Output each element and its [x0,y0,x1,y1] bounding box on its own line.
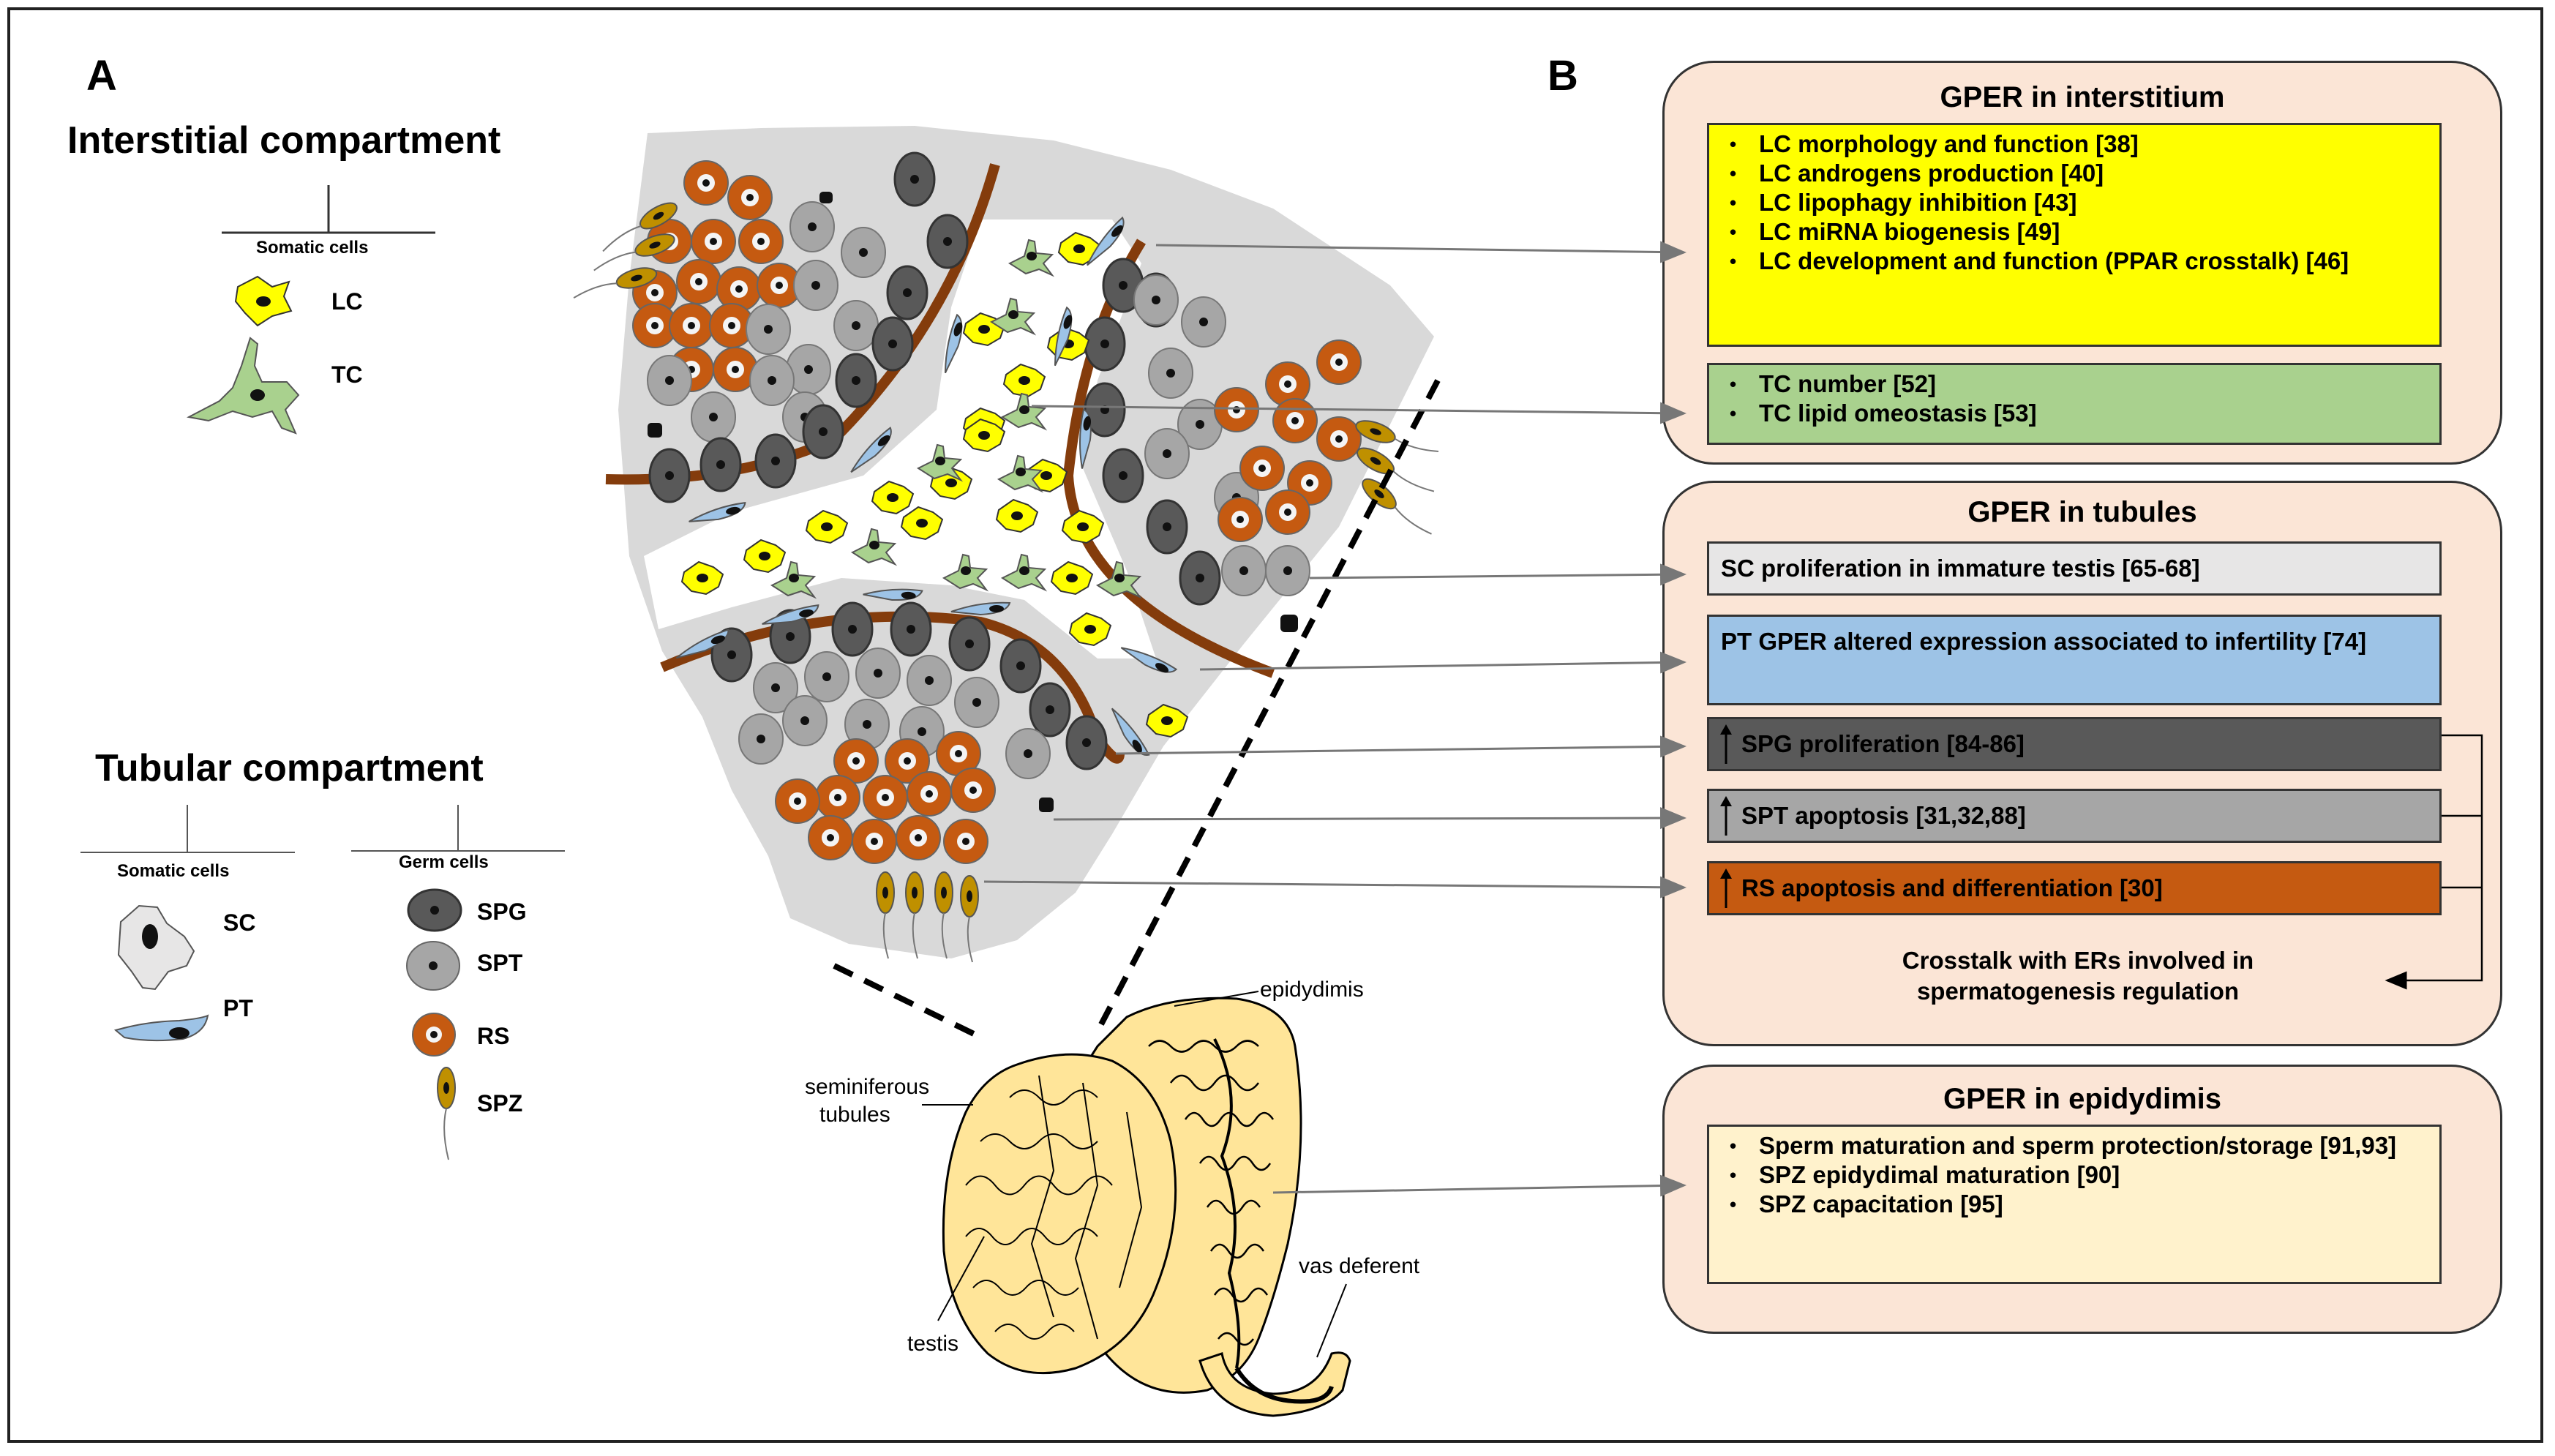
pt-effects-text: PT GPER altered expression associated to… [1721,628,2367,655]
panel-a-label: A [86,52,117,100]
spg-effects-box: SPG proliferation [84-86] [1707,717,2442,771]
vas-deferent-label: vas deferent [1299,1254,1420,1278]
lc-item: LC miRNA biogenesis [49] [1721,217,2428,247]
epididymis-effects-box: Sperm maturation and sperm protection/st… [1707,1125,2442,1284]
rs-effects-text: RS apoptosis and differentiation [30] [1741,874,2163,901]
epididymis-item: Sperm maturation and sperm protection/st… [1721,1131,2428,1160]
rs-effects-box: RS apoptosis and differentiation [30] [1707,861,2442,915]
spg-effects-text: SPG proliferation [84-86] [1741,730,2025,757]
tc-effects-box: TC number [52] TC lipid omeostasis [53] [1707,363,2442,445]
legend-sc-label: SC [223,909,256,936]
basement-membrane-2 [1062,239,1275,678]
legend-lc-icon [234,275,293,327]
legend-spt-icon [406,941,460,991]
figure-frame [7,7,2543,1443]
crosstalk-line-1: Crosstalk with ERs involved in [1902,947,2254,974]
interstitial-somatic-header: Somatic cells [256,238,369,258]
legend-rs-label: RS [477,1023,510,1049]
testis-drawing [942,997,1351,1417]
lc-effects-box: LC morphology and function [38] LC andro… [1707,123,2442,347]
tc-item: TC number [52] [1721,369,2428,399]
vas-pointer [1316,1283,1347,1358]
testis-label: testis [907,1332,958,1356]
up-arrow-icon [1720,796,1732,836]
epididymis-item: SPZ capacitation [95] [1721,1190,2428,1219]
spt-effects-box: SPT apoptosis [31,32,88] [1707,789,2442,843]
seminiferous-label-1: seminiferous [805,1075,929,1099]
legend-pt-icon [113,1014,209,1042]
legend-spg-label: SPG [477,898,527,925]
up-arrow-icon [1720,868,1732,908]
testis-pointer [937,1236,985,1321]
lc-item: LC androgens production [40] [1721,159,2428,188]
interstitium-title: GPER in interstitium [1940,81,2225,113]
legend-rs-icon [412,1013,456,1057]
tc-item: TC lipid omeostasis [53] [1721,399,2428,428]
tissue-illustration: epidydimis seminiferous tubules testis v… [569,126,1441,1417]
legend-pt-label: PT [223,995,253,1021]
epididymis-label: epidydimis [1260,977,1364,1002]
crosstalk-text: Crosstalk with ERs involved in spermatog… [1815,945,2341,1007]
pt-effects-box: PT GPER altered expression associated to… [1707,615,2442,705]
tubular-compartment-title: Tubular compartment [95,747,484,789]
legend-graphics [80,185,565,1160]
testis-shape [942,1053,1177,1375]
legend-spg-icon [407,888,462,932]
germ-cells-header: Germ cells [399,852,489,872]
legend-spt-label: SPT [477,950,523,976]
panel-b-label: B [1547,52,1578,100]
sc-nuclei [648,192,1298,812]
zoom-line-right [1098,379,1441,1026]
tubular-somatic-header: Somatic cells [117,861,230,881]
legend-tc-icon [186,337,300,435]
lc-item: LC lipophagy inhibition [43] [1721,188,2428,217]
epididymis-pointer [1174,991,1259,1007]
vas-deferens-shape [1198,1351,1351,1417]
legend-lc-label: LC [331,288,363,315]
epididymis-title: GPER in epidydimis [1943,1083,2222,1115]
legend-spz-label: SPZ [477,1090,523,1117]
sc-effects-text: SC proliferation in immature testis [65-… [1721,555,2200,582]
zoom-line-left [833,963,978,1038]
legend-spz-icon [437,1067,456,1160]
seminiferous-label-2: tubules [819,1103,890,1127]
lc-item: LC morphology and function [38] [1721,130,2428,159]
sc-effects-box: SC proliferation in immature testis [65-… [1707,541,2442,596]
up-arrow-icon [1720,724,1732,764]
crosstalk-line-2: spermatogenesis regulation [1916,977,2240,1005]
interstitial-compartment-title: Interstitial compartment [67,119,501,162]
epididymis-item: SPZ epidydimal maturation [90] [1721,1160,2428,1190]
spt-effects-text: SPT apoptosis [31,32,88] [1741,802,2026,829]
tubules-title: GPER in tubules [1967,496,2197,528]
legend-sc-icon [117,904,195,991]
lc-item: LC development and function (PPAR crosst… [1721,247,2428,276]
legend-tc-label: TC [331,361,363,388]
